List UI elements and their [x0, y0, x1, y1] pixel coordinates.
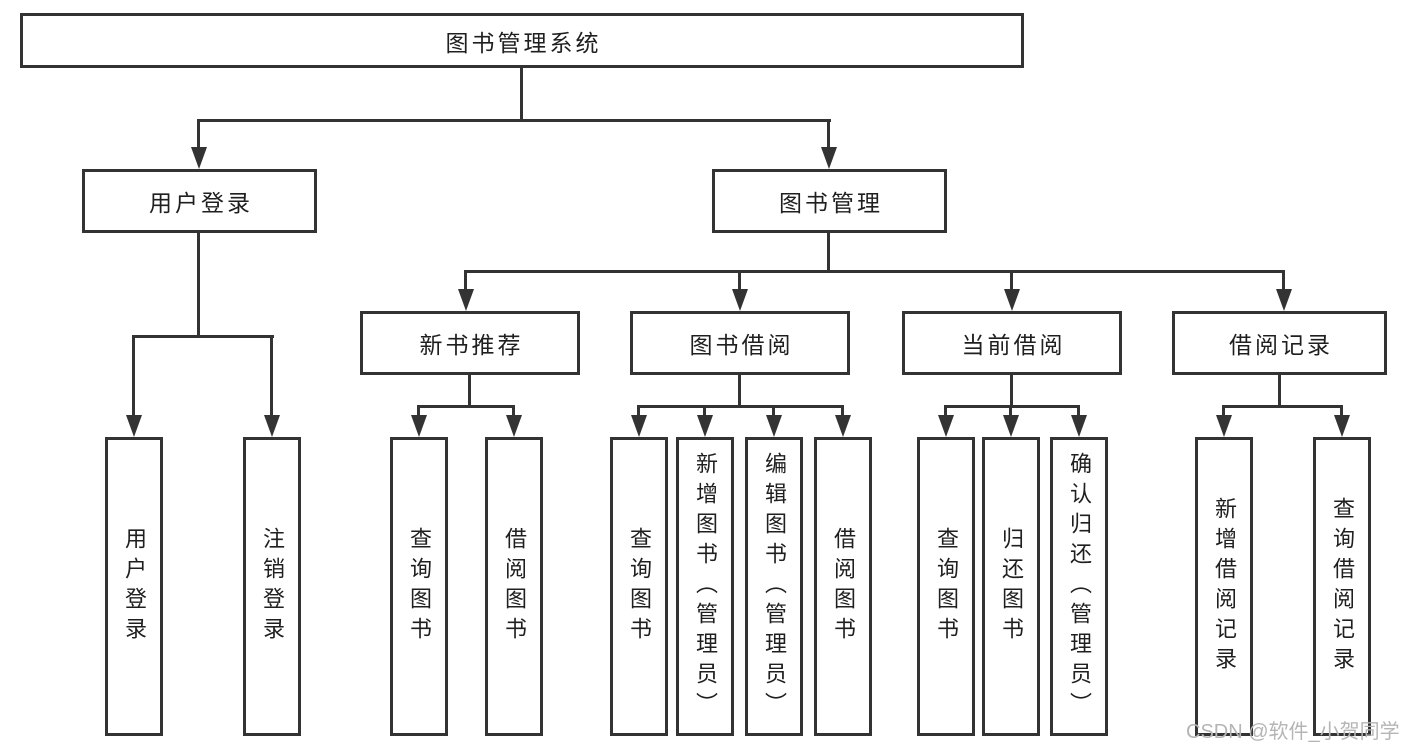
- connector-leaf-stem: [841, 405, 844, 417]
- connector-stem-new-book: [464, 270, 467, 291]
- connector-level3-rail: [465, 270, 1285, 273]
- connector-book-management-stem: [827, 233, 830, 272]
- connector-new-book-rail: [418, 405, 515, 408]
- leaf-query-borrow-record: 查询借阅记录: [1313, 437, 1371, 736]
- arrowhead-icon: [458, 289, 474, 311]
- connector-user-login-rail: [133, 335, 274, 338]
- connector-root-stem: [520, 68, 523, 120]
- connector-current-borrow-stem: [1010, 375, 1013, 407]
- connector-stem-login-leaf: [132, 335, 135, 415]
- connector-stem-user-login: [197, 119, 200, 150]
- node-borrow-records: 借阅记录: [1172, 311, 1387, 375]
- connector-stem-borrow-records: [1282, 270, 1285, 291]
- leaf-query-book-borrow: 查询图书: [610, 437, 668, 736]
- arrowhead-icon: [191, 147, 207, 169]
- node-label: 图书管理系统: [445, 29, 602, 56]
- node-label: 用户登录: [149, 190, 253, 216]
- connector-leaf-stem: [1222, 405, 1225, 417]
- connector-leaf-stem: [1340, 405, 1343, 417]
- node-user-login: 用户登录: [82, 169, 317, 233]
- connector-leaf-stem: [512, 405, 515, 417]
- node-book-management: 图书管理: [712, 169, 947, 233]
- arrowhead-icon: [835, 415, 851, 437]
- leaf-query-book-recommend: 查询图书: [390, 437, 448, 736]
- connector-leaf-stem: [1077, 405, 1080, 417]
- arrowhead-icon: [411, 415, 427, 437]
- node-current-borrow: 当前借阅: [902, 311, 1122, 375]
- csdn-watermark: CSDN @软件_小贺同学: [1186, 721, 1400, 743]
- connector-leaf-stem: [703, 405, 706, 417]
- connector-stem-current-borrow: [1010, 270, 1013, 291]
- connector-user-login-stem: [197, 233, 200, 337]
- arrowhead-icon: [821, 147, 837, 169]
- connector-leaf-stem: [944, 405, 947, 417]
- connector-borrow-records-stem: [1278, 375, 1281, 407]
- connector-leaf-stem: [1009, 405, 1012, 417]
- arrowhead-icon: [264, 415, 280, 437]
- node-label: 当前借阅: [961, 332, 1066, 358]
- connector-borrow-records-rail: [1222, 405, 1342, 408]
- arrowhead-icon: [1276, 289, 1292, 311]
- node-label: 图书管理: [779, 190, 883, 216]
- connector-new-book-stem: [468, 375, 471, 407]
- leaf-edit-book-admin: 编辑图书（管理员）: [745, 437, 803, 736]
- connector-level2-rail: [198, 119, 831, 122]
- leaf-return-book: 归还图书: [982, 437, 1040, 736]
- leaf-add-book-admin: 新增图书（管理员）: [676, 437, 734, 736]
- arrowhead-icon: [697, 415, 713, 437]
- arrowhead-icon: [766, 415, 782, 437]
- node-book-borrow: 图书借阅: [630, 311, 850, 375]
- connector-current-borrow-rail: [945, 405, 1080, 408]
- connector-leaf-stem: [772, 405, 775, 417]
- arrowhead-icon: [631, 415, 647, 437]
- leaf-borrow-book: 借阅图书: [814, 437, 872, 736]
- arrowhead-icon: [1216, 415, 1232, 437]
- connector-stem-logout-leaf: [270, 335, 273, 415]
- node-root-library-system: 图书管理系统: [20, 13, 1024, 68]
- connector-leaf-stem: [637, 405, 640, 417]
- leaf-user-login: 用户登录: [105, 437, 163, 736]
- arrowhead-icon: [1003, 415, 1019, 437]
- leaf-add-borrow-record: 新增借阅记录: [1195, 437, 1253, 736]
- node-label: 借阅记录: [1229, 332, 1333, 358]
- arrowhead-icon: [1071, 415, 1087, 437]
- arrowhead-icon: [506, 415, 522, 437]
- arrowhead-icon: [732, 289, 748, 311]
- connector-stem-book-borrow: [738, 270, 741, 291]
- connector-leaf-stem: [417, 405, 420, 417]
- leaf-query-book-current: 查询图书: [917, 437, 975, 736]
- connector-book-borrow-stem: [738, 375, 741, 407]
- node-label: 新书推荐: [419, 332, 524, 358]
- arrowhead-icon: [1334, 415, 1350, 437]
- node-label: 图书借阅: [689, 332, 794, 358]
- leaf-logout: 注销登录: [243, 437, 301, 736]
- connector-stem-book-management: [827, 119, 830, 150]
- arrowhead-icon: [1004, 289, 1020, 311]
- leaf-borrow-book-recommend: 借阅图书: [485, 437, 543, 736]
- connector-book-borrow-rail: [637, 405, 844, 408]
- node-new-book-recommend: 新书推荐: [360, 311, 580, 375]
- leaf-confirm-return-admin: 确认归还（管理员）: [1050, 437, 1108, 736]
- arrowhead-icon: [126, 415, 142, 437]
- arrowhead-icon: [938, 415, 954, 437]
